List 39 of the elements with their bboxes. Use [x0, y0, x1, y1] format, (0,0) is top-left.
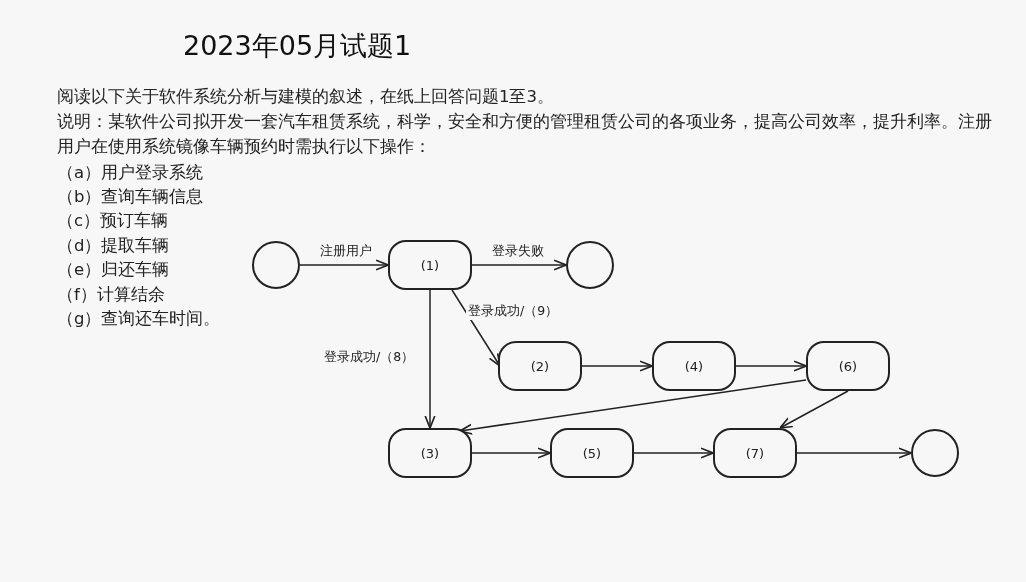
paragraph-text: 说明：某软件公司拟开发一套汽车租赁系统，科学，安全和方便的管理租赁公司的各项业务，提高公司效率，提升利率。注册用户在使用系统镜像车辆预约时需执行以下操作：	[57, 111, 993, 158]
state-box	[388, 428, 472, 478]
node-label: (1)	[420, 257, 440, 273]
list-item: （e）归还车辆	[57, 259, 171, 281]
list-item: （c）预订车辆	[57, 210, 170, 232]
arrow	[735, 360, 807, 372]
list-item: （f）计算结余	[57, 284, 166, 306]
circle-node	[566, 241, 614, 289]
arrow	[779, 390, 849, 429]
arrow	[471, 447, 551, 459]
state-box	[652, 341, 736, 391]
state-box	[388, 240, 472, 290]
list-item: （g）查询还车时间。	[57, 308, 222, 330]
arrow	[299, 259, 389, 271]
state-box	[498, 341, 582, 391]
list-item: （a）用户登录系统	[57, 162, 205, 184]
arrow	[581, 360, 653, 372]
node-label: (4)	[684, 358, 704, 374]
paragraph-text: 阅读以下关于软件系统分析与建模的叙述，在纸上回答问题1至3。	[57, 86, 555, 108]
node-label: (2)	[530, 358, 550, 374]
arrow	[633, 447, 714, 459]
node-label: (6)	[838, 358, 858, 374]
edge-label: 注册用户	[318, 243, 374, 260]
circle-node	[252, 241, 300, 289]
circle-node	[911, 429, 959, 477]
arrow	[471, 259, 567, 271]
edge-label: 登录失败	[490, 243, 546, 260]
title: 2023年05月试题1	[183, 29, 412, 63]
list-item: （b）查询车辆信息	[57, 186, 205, 208]
arrow	[424, 289, 436, 429]
node-label: (3)	[420, 445, 440, 461]
state-box	[806, 341, 890, 391]
node-label: (7)	[745, 445, 765, 461]
state-box	[550, 428, 634, 478]
arrow	[796, 447, 912, 459]
list-item: （d）提取车辆	[57, 235, 171, 257]
state-box	[713, 428, 797, 478]
arrow	[459, 379, 807, 435]
node-label: (5)	[582, 445, 602, 461]
